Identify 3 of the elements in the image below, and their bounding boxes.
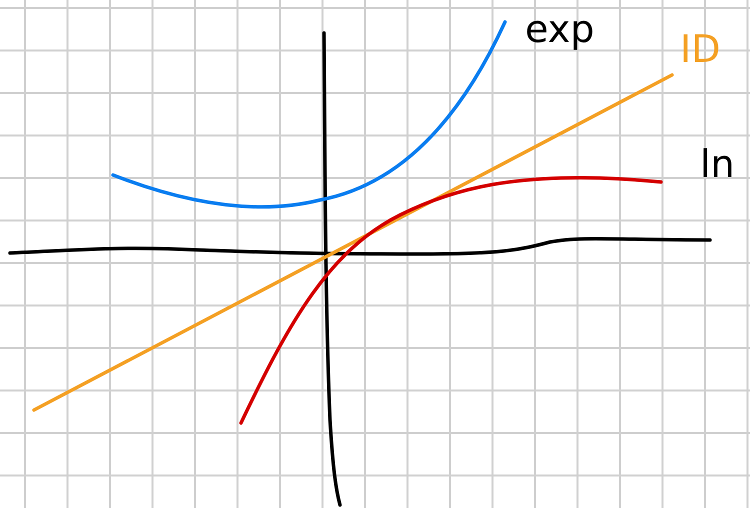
curve-label: ID xyxy=(680,30,720,68)
curve-label: ln xyxy=(700,145,735,183)
curve-label: exp xyxy=(525,10,594,48)
